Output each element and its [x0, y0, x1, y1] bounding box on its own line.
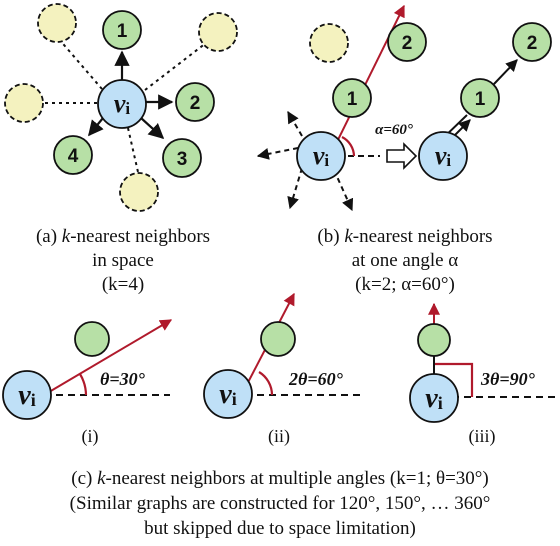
neighbor-node-2 — [387, 22, 427, 62]
neighbor-node — [417, 323, 451, 357]
angle-label: 3θ=90° — [480, 369, 536, 389]
sub-label: (iii) — [469, 426, 496, 447]
angle-arc — [258, 371, 274, 396]
neighbor-node-1 — [332, 78, 372, 118]
caption-a-line2: in space — [92, 250, 154, 271]
neighbor-label: 3 — [177, 149, 188, 170]
faded-node — [309, 23, 349, 63]
edge-arrow — [493, 59, 518, 85]
faded-node — [119, 172, 159, 212]
neighbor-node-2 — [512, 22, 552, 62]
center-label: vi — [425, 383, 442, 414]
edge-dashed-arrow — [287, 167, 303, 210]
edge-dotted — [144, 42, 207, 91]
angle-label: 2θ=60° — [288, 369, 344, 389]
neighbor-node-3 — [162, 138, 202, 178]
caption-c-line3: but skipped due to space limitation) — [144, 518, 416, 539]
center-node — [296, 131, 346, 181]
neighbor-label: 1 — [347, 89, 358, 110]
neighbor-label: 1 — [475, 89, 486, 110]
center-node — [418, 131, 468, 181]
neighbor-label: 2 — [527, 33, 538, 54]
faded-node — [4, 83, 44, 123]
sub-label: (i) — [82, 426, 99, 447]
edge-dashed-arrow — [256, 147, 299, 160]
panel-b: 1 2 vi α=60° 1 2 vi (b) k-nearest neighb… — [256, 4, 552, 295]
panel-a: 1 2 3 4 vi (a) k-nearest neighbors in sp… — [4, 3, 238, 295]
caption-c-line1: (c) k-nearest neighbors at multiple angl… — [71, 468, 488, 489]
panel-c-iii: vi 3θ=90° (iii) — [409, 302, 555, 447]
edge-arrow — [140, 117, 165, 140]
faded-node — [198, 12, 238, 52]
edge-dotted — [57, 37, 103, 90]
neighbor-label: 4 — [68, 146, 79, 167]
caption-b-line3: (k=2; α=60°) — [355, 274, 455, 295]
caption-a-line1: (a) k-nearest neighbors — [36, 226, 210, 247]
center-label: vi — [313, 141, 330, 170]
angle-arc — [341, 136, 356, 157]
edge-dashed-arrow — [287, 110, 303, 137]
neighbor-label: 2 — [402, 33, 413, 54]
neighbor-node-1 — [102, 10, 142, 50]
neighbor-label: 2 — [190, 93, 201, 114]
neighbor-node — [260, 321, 296, 357]
neighbor-label: 1 — [117, 21, 128, 42]
angle-label: θ=30° — [100, 369, 146, 389]
sub-label: (ii) — [268, 426, 290, 447]
center-label: vi — [219, 379, 236, 410]
panel-c-i: vi θ=30° (i) — [2, 319, 173, 447]
center-label: vi — [114, 89, 131, 118]
edge-dashed-arrow — [333, 169, 354, 212]
direction-arrow — [43, 319, 173, 396]
neighbor-node — [74, 321, 110, 357]
caption-b-line2: at one angle α — [352, 250, 459, 271]
center-node — [2, 370, 52, 420]
neighbor-node-2 — [175, 82, 215, 122]
edge-dotted — [127, 127, 139, 173]
caption-b-line1: (b) k-nearest neighbors — [317, 226, 492, 247]
caption-c-line2: (Similar graphs are constructed for 120°… — [70, 493, 491, 514]
neighbor-node-1 — [460, 78, 500, 118]
center-label: vi — [18, 380, 35, 411]
right-angle-marker — [434, 362, 474, 397]
transform-arrow — [386, 142, 418, 170]
angle-arc — [79, 373, 88, 396]
panel-c-ii: vi 2θ=60° (ii) — [203, 292, 360, 447]
center-label: vi — [435, 141, 452, 170]
center-node — [409, 373, 459, 423]
alpha-label: α=60° — [375, 122, 413, 138]
caption-a-line3: (k=4) — [102, 274, 144, 295]
faded-node — [37, 3, 77, 43]
edge-arrow — [88, 117, 104, 137]
center-node — [203, 369, 253, 419]
neighbor-node-4 — [53, 135, 93, 175]
center-node — [97, 79, 147, 129]
